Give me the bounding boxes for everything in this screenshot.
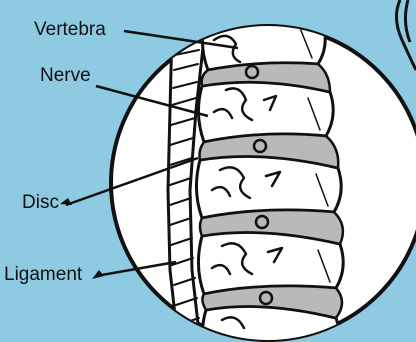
ligament-label: Ligament (4, 265, 82, 284)
vertebra-label: Vertebra (34, 20, 106, 39)
magnifier-handle (396, 0, 416, 70)
vertebra-body (202, 15, 325, 70)
vertebra-body (198, 232, 343, 294)
disc-label: Disc (22, 193, 59, 212)
nerve-label: Nerve (40, 66, 91, 85)
